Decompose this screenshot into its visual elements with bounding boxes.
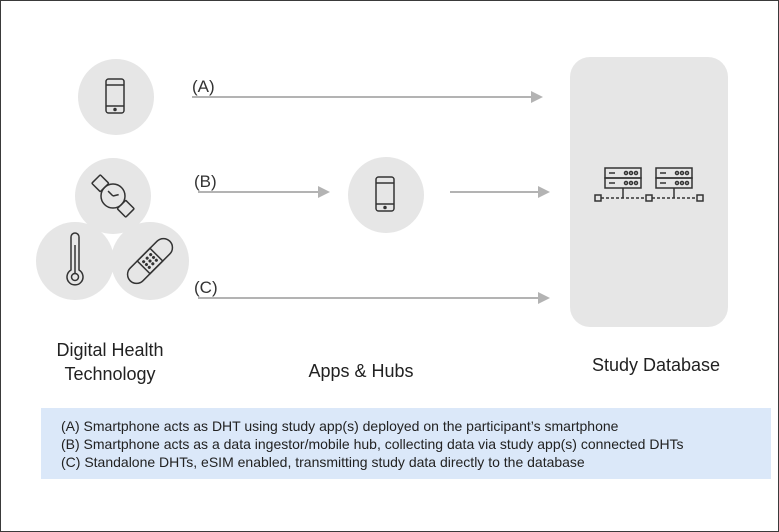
column-label-dht-line2: Technology <box>64 364 156 384</box>
smartwatch-icon <box>91 174 135 218</box>
smartphone-hub-circle <box>348 157 424 233</box>
smartphone-a-circle <box>78 59 154 135</box>
column-label-apps-hubs: Apps & Hubs <box>308 361 414 381</box>
legend-item-a: (A) Smartphone acts as DHT using study a… <box>61 418 619 434</box>
route-label-a: (A) <box>192 77 215 96</box>
server-icon <box>594 167 704 202</box>
route-label-b: (B) <box>194 172 217 191</box>
smartphone-hub-icon <box>375 176 395 212</box>
study-database-box <box>570 57 728 327</box>
thermometer-icon <box>66 232 84 286</box>
column-label-dht: Digital Health Technology <box>30 338 190 386</box>
bandage-icon <box>126 237 174 285</box>
legend-item-c: (C) Standalone DHTs, eSIM enabled, trans… <box>61 454 585 470</box>
legend-box: (A) Smartphone acts as DHT using study a… <box>41 408 771 479</box>
column-label-dht-line1: Digital Health <box>56 340 164 360</box>
route-label-c: (C) <box>194 278 218 297</box>
column-label-study-database: Study Database <box>591 355 721 375</box>
legend-item-b: (B) Smartphone acts as a data ingestor/m… <box>61 436 684 452</box>
smartphone-icon <box>105 78 125 114</box>
